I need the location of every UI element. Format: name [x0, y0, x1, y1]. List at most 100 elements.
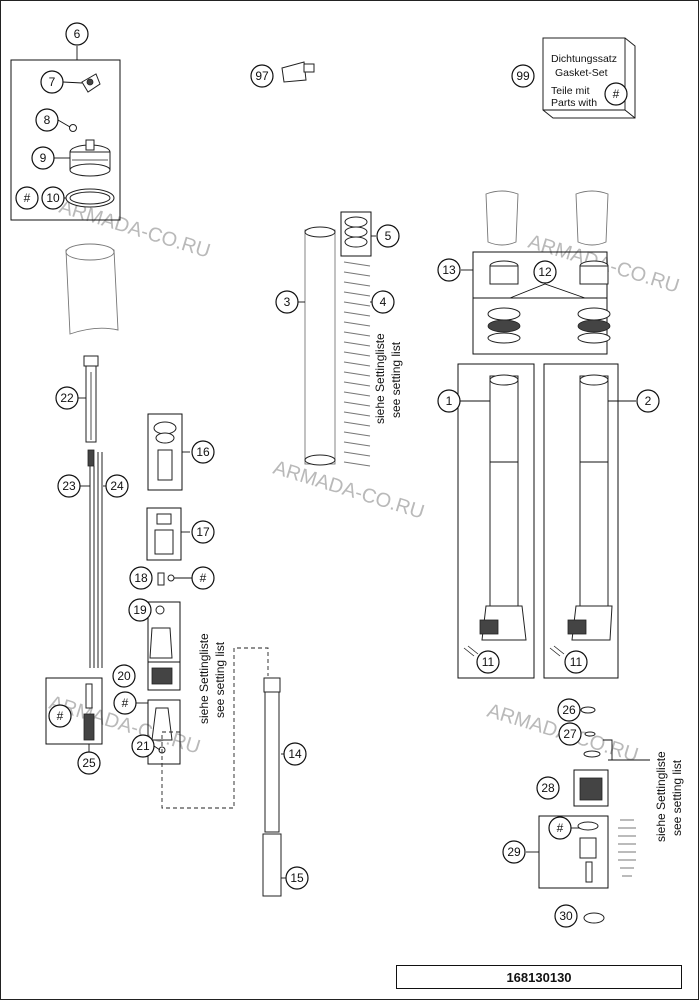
svg-text:13: 13	[442, 263, 456, 277]
callout-28: 28	[536, 776, 560, 800]
callout-6: 6	[65, 22, 89, 46]
setting-note-en: see setting list	[213, 641, 227, 718]
callout-4: 4	[371, 290, 395, 314]
gasket-set-label-de: Dichtungssatz	[551, 53, 617, 65]
callout-21: 21	[131, 734, 155, 758]
inner-tubes-group	[457, 363, 636, 679]
setting-note-de: siehe Settingliste	[654, 751, 668, 842]
svg-text:3: 3	[284, 295, 291, 309]
callout-99: 99	[511, 64, 535, 88]
setting-note-en: see setting list	[389, 341, 403, 418]
svg-text:25: 25	[82, 756, 96, 770]
svg-text:#: #	[200, 571, 207, 585]
callout-hash: #	[113, 691, 137, 715]
callout-hash: #	[604, 82, 628, 106]
callout-30: 30	[554, 904, 578, 928]
setting-note-de: siehe Settingliste	[197, 633, 211, 724]
callout-3: 3	[275, 290, 299, 314]
callout-1: 1	[437, 389, 461, 413]
svg-text:#: #	[122, 696, 129, 710]
setting-note-de: siehe Settingliste	[373, 333, 387, 424]
callout-18: 18	[129, 566, 153, 590]
svg-text:21: 21	[136, 739, 150, 753]
damper-rod-group	[45, 355, 106, 752]
callout-25: 25	[77, 751, 101, 775]
callout-5: 5	[376, 224, 400, 248]
svg-text:14: 14	[288, 747, 302, 761]
callouts: 6 7 8 9 # 10 97 99 # 5 3 4 13 12 22 1 2 …	[15, 22, 660, 928]
svg-text:4: 4	[380, 295, 387, 309]
callout-22: 22	[55, 386, 79, 410]
gasket-set-label-en: Gasket-Set	[555, 67, 608, 79]
svg-text:8: 8	[44, 113, 51, 127]
svg-text:24: 24	[110, 479, 124, 493]
cap-assembly-box	[10, 59, 121, 221]
callout-19: 19	[128, 598, 152, 622]
setting-note-compression: siehe Settingliste see setting list	[654, 751, 684, 842]
callout-24: 24	[105, 474, 129, 498]
callout-23: 23	[57, 474, 81, 498]
svg-text:11: 11	[482, 655, 495, 669]
svg-text:#: #	[24, 191, 31, 205]
svg-text:15: 15	[290, 871, 304, 885]
callout-20: 20	[112, 664, 136, 688]
svg-text:#: #	[613, 87, 620, 101]
callout-11: 11	[564, 650, 588, 674]
callout-9: 9	[31, 146, 55, 170]
fork-spring	[343, 261, 371, 467]
valve-parts-group	[136, 413, 269, 809]
gasket-set-parts-en: Parts with	[551, 97, 597, 109]
cap-assembly-group	[10, 46, 121, 221]
svg-text:29: 29	[507, 845, 521, 859]
callout-hash: #	[15, 186, 39, 210]
cartridge-tube-group	[262, 677, 286, 897]
svg-text:97: 97	[255, 69, 269, 83]
svg-text:28: 28	[541, 781, 555, 795]
callout-29: 29	[502, 840, 526, 864]
callout-26: 26	[557, 698, 581, 722]
callout-hash: #	[191, 566, 215, 590]
callout-97: 97	[250, 64, 274, 88]
callout-17: 17	[191, 520, 215, 544]
watermark: ARMADA-CO.RU	[271, 457, 427, 524]
callout-hash: #	[48, 704, 72, 728]
callout-14: 14	[283, 742, 307, 766]
callout-12: 12	[533, 260, 557, 284]
callout-11: 11	[476, 650, 500, 674]
svg-text:12: 12	[538, 265, 552, 279]
outer-tube-spring-group	[298, 211, 376, 467]
callout-27: 27	[558, 722, 582, 746]
callout-2: 2	[636, 389, 660, 413]
svg-text:16: 16	[196, 445, 210, 459]
svg-text:30: 30	[559, 909, 573, 923]
svg-text:20: 20	[117, 669, 131, 683]
svg-text:5: 5	[385, 229, 392, 243]
setting-note-valves: siehe Settingliste see setting list	[197, 633, 227, 724]
valve-box	[45, 677, 103, 745]
callout-13: 13	[437, 258, 461, 282]
svg-text:1: 1	[446, 394, 453, 408]
svg-text:22: 22	[60, 391, 74, 405]
svg-text:27: 27	[563, 727, 577, 741]
grease-tube	[281, 61, 307, 83]
gasket-set-box: Dichtungssatz Gasket-Set Teile mit Parts…	[542, 37, 636, 119]
svg-text:10: 10	[46, 191, 60, 205]
svg-text:2: 2	[645, 394, 652, 408]
gasket-set-parts-de: Teile mit	[551, 85, 590, 97]
svg-text:9: 9	[40, 151, 47, 165]
callout-7: 7	[40, 70, 64, 94]
document-number: 168130130	[396, 965, 682, 989]
callout-10: 10	[41, 186, 65, 210]
setting-note-en: see setting list	[670, 759, 684, 836]
svg-text:7: 7	[49, 75, 56, 89]
callout-hash: #	[548, 816, 572, 840]
svg-text:99: 99	[516, 69, 530, 83]
compression-parts-group	[526, 706, 650, 924]
compression-shim-stack	[618, 819, 636, 877]
svg-text:17: 17	[196, 525, 210, 539]
svg-text:19: 19	[133, 603, 147, 617]
callout-16: 16	[191, 440, 215, 464]
svg-text:#: #	[57, 709, 64, 723]
svg-text:18: 18	[134, 571, 148, 585]
